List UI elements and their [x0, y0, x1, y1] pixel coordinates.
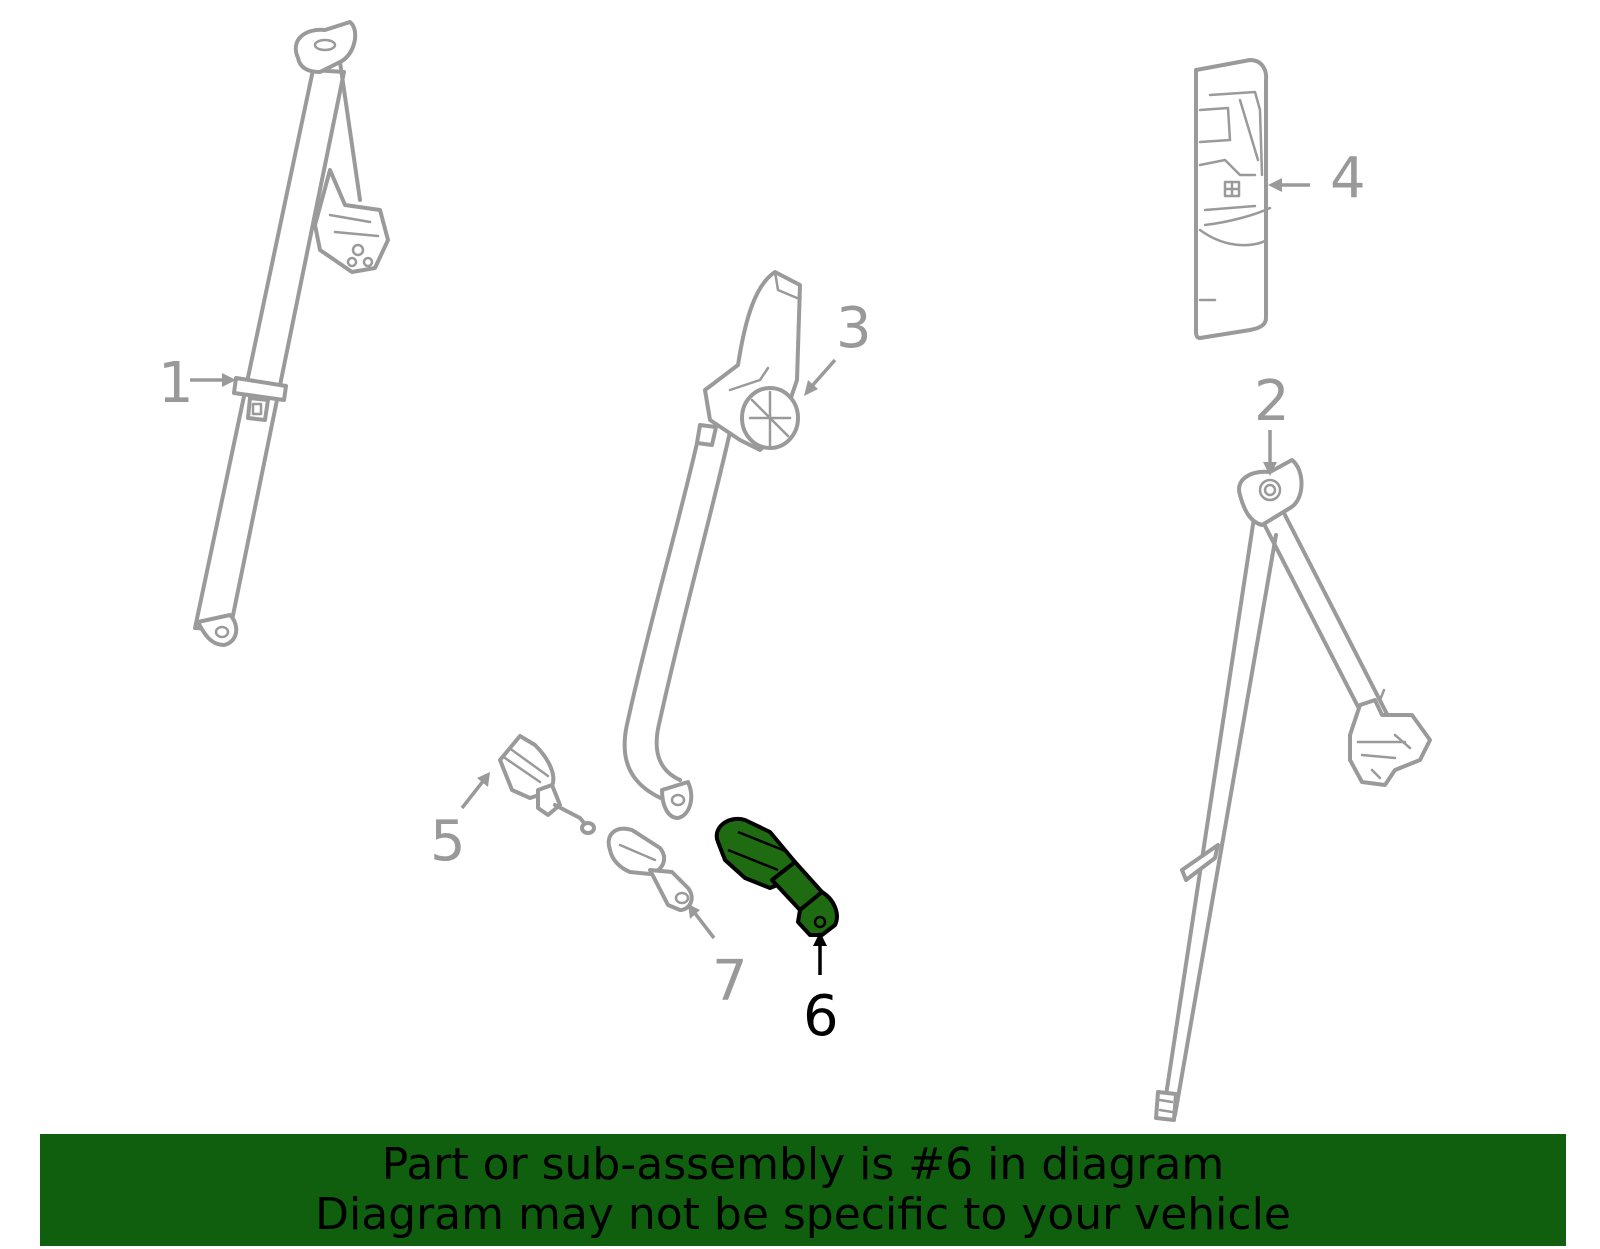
callout-6: 6 [803, 984, 839, 1049]
callout-7: 7 [712, 949, 748, 1014]
part-6-buckle-highlighted[interactable] [714, 816, 839, 937]
part-4-trim-panel[interactable] [1194, 58, 1272, 340]
banner-line-part: Part or sub-assembly is #6 in diagram [381, 1139, 1225, 1190]
callout-5: 5 [430, 809, 466, 874]
part-7-buckle-cover[interactable] [606, 826, 694, 912]
part-1-seat-belt-assembly[interactable] [193, 20, 390, 647]
part-5-buckle[interactable] [498, 734, 596, 835]
banner-line-disclaimer: Diagram may not be specific to your vehi… [315, 1189, 1291, 1240]
callout-1: 1 [158, 351, 194, 416]
part-3-seat-belt-assembly[interactable] [622, 270, 802, 820]
callout-arrows [190, 178, 1310, 975]
callout-4: 4 [1330, 146, 1366, 211]
highlighted-part-banner: Part or sub-assembly is #6 in diagram Di… [40, 1134, 1566, 1246]
callout-2: 2 [1254, 369, 1290, 434]
callout-3: 3 [836, 296, 872, 361]
part-2-seat-belt-assembly[interactable] [1154, 458, 1432, 1122]
